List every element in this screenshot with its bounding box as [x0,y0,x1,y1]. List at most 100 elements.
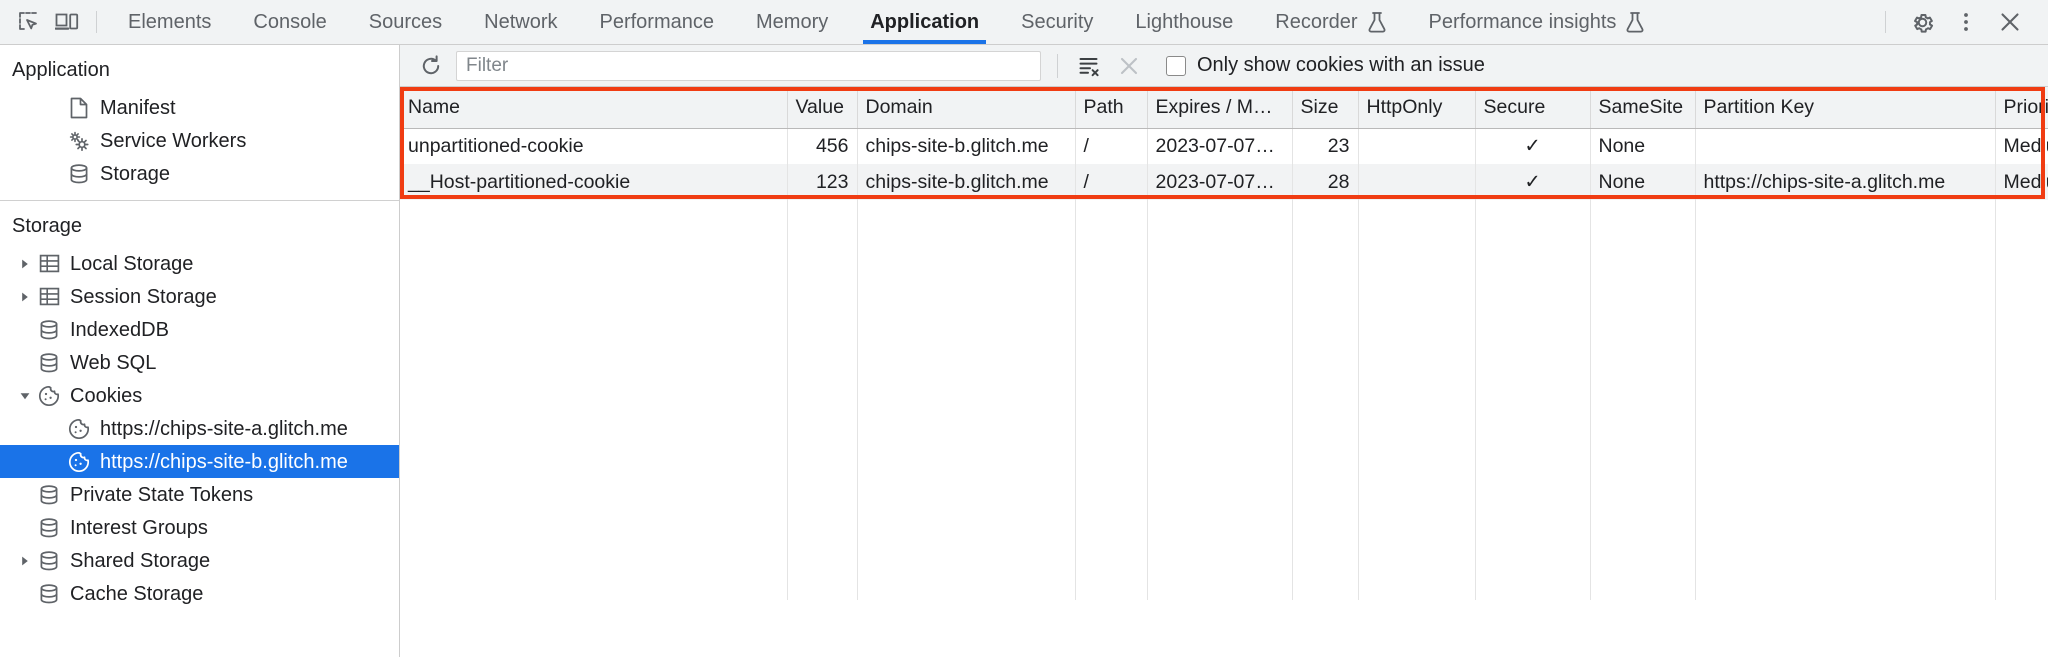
database-icon [36,352,62,374]
cell-httponly[interactable] [1358,164,1476,200]
cell-secure[interactable]: ✓ [1475,164,1591,200]
tab-performance[interactable]: Performance [579,0,736,44]
column-header-domain[interactable]: Domain [857,87,1076,129]
cell-name[interactable]: __Host-partitioned-cookie [400,164,788,200]
cell-name[interactable]: unpartitioned-cookie [400,128,788,164]
column-header-partitionkey[interactable]: Partition Key [1695,87,1996,129]
column-header-samesite[interactable]: SameSite [1590,87,1696,129]
cell-path[interactable]: / [1075,128,1148,164]
tab-network[interactable]: Network [463,0,578,44]
tab-sources[interactable]: Sources [348,0,463,44]
cell-size[interactable]: 28 [1292,164,1359,200]
cookies-panel: Only show cookies with an issue NameValu… [400,45,2048,657]
sidebar-item-cookies[interactable]: Cookies [0,379,399,412]
sidebar-item-https-chips-site-b-glitch-me[interactable]: https://chips-site-b.glitch.me [0,445,399,478]
cookie-icon [36,385,62,407]
column-header-name[interactable]: Name [400,87,788,129]
cookie-icon [66,418,92,440]
device-toolbar-icon[interactable] [48,5,86,39]
cell-expires[interactable]: 2023-07-07… [1147,164,1293,200]
column-header-size[interactable]: Size [1292,87,1359,129]
tab-label: Performance [599,10,715,33]
column-header-path[interactable]: Path [1075,87,1148,129]
inspect-element-icon[interactable] [10,5,48,39]
sidebar-item-session-storage[interactable]: Session Storage [0,280,399,313]
database-icon [66,163,92,185]
cell-domain[interactable]: chips-site-b.glitch.me [857,128,1076,164]
sidebar-item-label: https://chips-site-b.glitch.me [100,450,348,473]
cell-domain[interactable]: chips-site-b.glitch.me [857,164,1076,200]
column-header-value[interactable]: Value [787,87,858,129]
toolbar-divider [96,11,97,33]
sidebar-item-shared-storage[interactable]: Shared Storage [0,544,399,577]
tab-application[interactable]: Application [849,0,1000,44]
cell-partitionkey[interactable]: https://chips-site-a.glitch.me [1695,164,1996,200]
only-issues-checkbox-label: Only show cookies with an issue [1197,54,1485,76]
gear-icon[interactable] [1900,5,1944,39]
tab-recorder[interactable]: Recorder [1254,0,1407,44]
database-icon [36,319,62,341]
filler-cell [1995,200,2048,600]
chevron-down-icon[interactable] [14,390,36,402]
chevron-right-icon[interactable] [14,258,36,270]
cell-size[interactable]: 23 [1292,128,1359,164]
chevron-right-icon[interactable] [14,291,36,303]
sidebar-item-label: Service Workers [100,129,247,152]
filler-cell [400,200,788,600]
close-icon[interactable] [1988,5,2032,39]
sidebar-item-interest-groups[interactable]: Interest Groups [0,511,399,544]
tab-security[interactable]: Security [1000,0,1114,44]
sidebar-item-service-workers[interactable]: Service Workers [0,124,399,157]
tab-console[interactable]: Console [232,0,347,44]
cell-priority[interactable]: Medium [1995,128,2048,164]
tab-lighthouse[interactable]: Lighthouse [1114,0,1254,44]
sidebar-item-web-sql[interactable]: Web SQL [0,346,399,379]
tab-performance-insights[interactable]: Performance insights [1408,0,1667,44]
cell-expires[interactable]: 2023-07-07… [1147,128,1293,164]
devtools-main-toolbar: Elements Console Sources Network Performance… [0,0,2048,45]
column-header-secure[interactable]: Secure [1475,87,1591,129]
cell-samesite[interactable]: None [1590,164,1696,200]
tab-elements[interactable]: Elements [107,0,232,44]
sidebar-item-private-state-tokens[interactable]: Private State Tokens [0,478,399,511]
filler-cell [1147,200,1293,600]
application-section-title: Application [12,59,110,81]
sidebar-item-https-chips-site-a-glitch-me[interactable]: https://chips-site-a.glitch.me [0,412,399,445]
kebab-menu-icon[interactable] [1944,5,1988,39]
cell-httponly[interactable] [1358,128,1476,164]
tab-label: Console [253,10,327,33]
cell-samesite[interactable]: None [1590,128,1696,164]
delete-selected-cookie-icon[interactable] [1112,51,1146,81]
clear-all-cookies-icon[interactable] [1072,51,1106,81]
cell-value[interactable]: 123 [787,164,858,200]
sidebar-item-cache-storage[interactable]: Cache Storage [0,577,399,610]
cell-partitionkey[interactable] [1695,128,1996,164]
cell-value[interactable]: 456 [787,128,858,164]
column-header-expires[interactable]: Expires / M… [1147,87,1293,129]
tab-label: Sources [368,10,443,33]
toolbar-right-actions [1879,5,2038,39]
sidebar-item-manifest[interactable]: Manifest [0,91,399,124]
tab-memory[interactable]: Memory [735,0,849,44]
chevron-right-icon[interactable] [14,555,36,567]
refresh-icon[interactable] [414,51,448,81]
only-issues-checkbox[interactable]: Only show cookies with an issue [1166,54,1485,77]
cell-secure[interactable]: ✓ [1475,128,1591,164]
checkbox-box[interactable] [1166,55,1186,76]
cell-priority[interactable]: Medium [1995,164,2048,200]
database-icon [36,517,62,539]
cell-path[interactable]: / [1075,164,1148,200]
sidebar-item-indexeddb[interactable]: IndexedDB [0,313,399,346]
column-header-httponly[interactable]: HttpOnly [1358,87,1476,129]
sidebar-item-storage[interactable]: Storage [0,157,399,190]
sidebar-item-local-storage[interactable]: Local Storage [0,247,399,280]
column-header-priority[interactable]: Priority [1995,87,2048,129]
cookies-filter-toolbar: Only show cookies with an issue [400,45,2048,87]
filter-input[interactable] [456,50,1041,81]
